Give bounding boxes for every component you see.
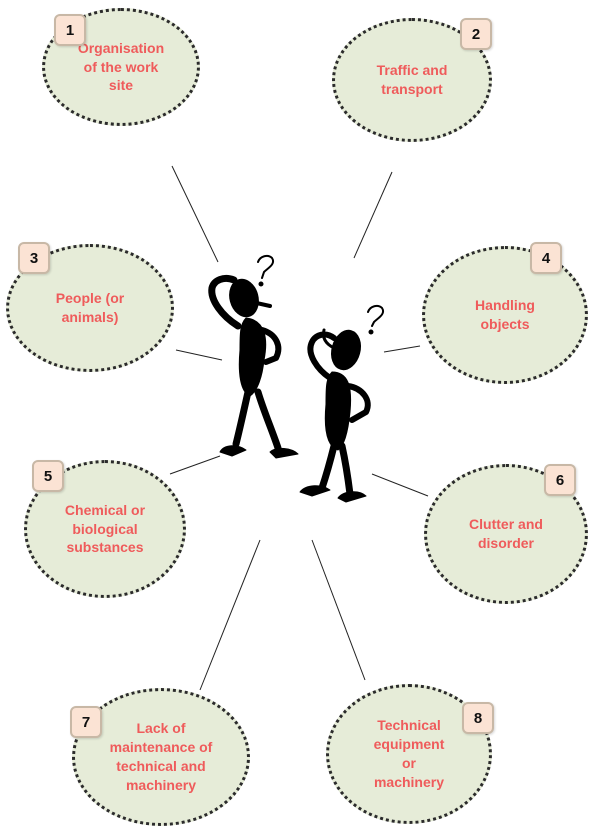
right-figure-leg-right: [338, 442, 354, 498]
factor-3-number-badge: 3: [18, 242, 50, 274]
connector-6: [371, 473, 429, 497]
factor-5-number-badge: 5: [32, 460, 64, 492]
factor-5-label: Chemical or biological substances: [64, 501, 146, 556]
right-figure-leg-left: [318, 442, 338, 492]
question-mark-right: [367, 304, 384, 327]
factor-8-number-badge: 8: [462, 702, 494, 734]
factor-6-number-badge: 6: [544, 464, 576, 496]
factor-1-number-badge: 1: [54, 14, 86, 46]
connector-8: [311, 539, 366, 681]
left-figure-arm-hip: [259, 327, 282, 365]
right-figure-foot-left: [299, 485, 331, 497]
connector-1: [171, 165, 219, 263]
factor-2-ellipse: Traffic and transport: [332, 18, 492, 142]
connector-4: [383, 345, 421, 353]
factor-1-label: Organisation of the work site: [77, 39, 165, 94]
factor-7-number-badge: 7: [70, 706, 102, 738]
left-figure-leg-left: [232, 388, 252, 448]
factor-4-ellipse: Handling objects: [422, 246, 588, 384]
factor-8-label: Technical equipment or machinery: [373, 717, 445, 790]
question-mark-left-dot: [258, 281, 264, 287]
left-figure-cap: [250, 300, 272, 308]
right-figure-arm-hip: [345, 383, 371, 423]
left-figure-foot-right: [269, 447, 299, 459]
factor-4-number-badge: 4: [530, 242, 562, 274]
right-figure-foot-right: [337, 491, 367, 503]
right-figure-arm-up: [307, 331, 337, 381]
left-figure-foot-left: [219, 445, 247, 457]
connector-5: [169, 455, 221, 475]
question-mark-right-dot: [368, 329, 374, 335]
connector-2: [353, 171, 393, 259]
left-figure-arm-up: [208, 274, 242, 330]
factor-6-label: Clutter and disorder: [469, 516, 543, 551]
factor-7-label: Lack of maintenance of technical and mac…: [109, 720, 213, 793]
factor-2-label: Traffic and transport: [376, 62, 448, 97]
connector-7: [199, 539, 261, 691]
factor-2-number-badge: 2: [460, 18, 492, 50]
factor-4-label: Handling objects: [475, 297, 535, 332]
factor-3-label: People (or animals): [55, 290, 125, 325]
connector-3: [175, 349, 223, 361]
left-figure-leg-right: [254, 388, 282, 452]
right-figure-body: [324, 371, 352, 451]
factor-8-ellipse: Technical equipment or machinery: [326, 684, 492, 824]
left-figure-head: [229, 278, 259, 318]
question-mark-left: [257, 254, 274, 279]
